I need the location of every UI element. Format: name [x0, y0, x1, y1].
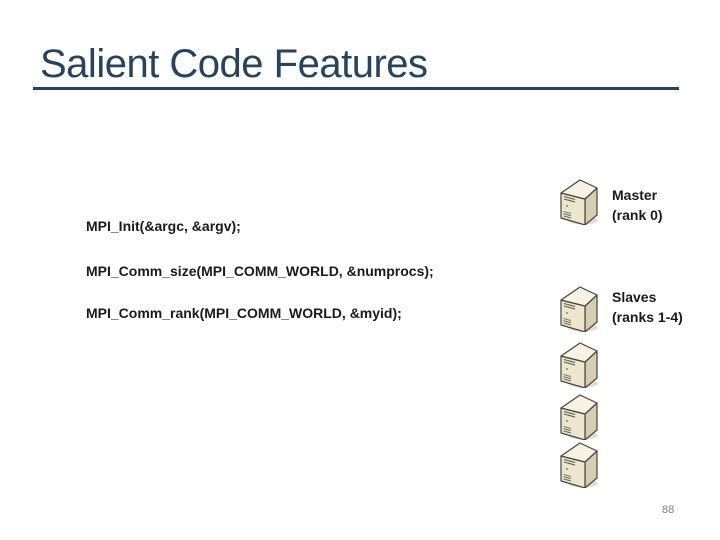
master-label: Master (rank 0): [612, 185, 663, 225]
master-label-rank: (rank 0): [612, 207, 663, 223]
title-underline: [33, 87, 679, 90]
server-tower-icon-slave-3: [554, 390, 600, 441]
server-tower-icon-slave-1: [554, 282, 600, 333]
master-label-title: Master: [612, 187, 658, 203]
slaves-label-title: Slaves: [612, 289, 657, 305]
server-tower-icon-slave-4: [554, 438, 600, 489]
server-tower-icon-master: [554, 175, 600, 226]
slaves-label: Slaves (ranks 1-4): [612, 287, 683, 327]
slaves-label-ranks: (ranks 1-4): [612, 309, 683, 325]
code-line-mpi-comm-size: MPI_Comm_size(MPI_COMM_WORLD, &numprocs)…: [86, 263, 434, 279]
server-tower-icon-slave-2: [554, 338, 600, 389]
code-line-mpi-comm-rank: MPI_Comm_rank(MPI_COMM_WORLD, &myid);: [86, 305, 402, 321]
code-line-mpi-init: MPI_Init(&argc, &argv);: [86, 218, 241, 234]
slide-title: Salient Code Features: [40, 42, 428, 86]
page-number: 88: [662, 504, 675, 516]
